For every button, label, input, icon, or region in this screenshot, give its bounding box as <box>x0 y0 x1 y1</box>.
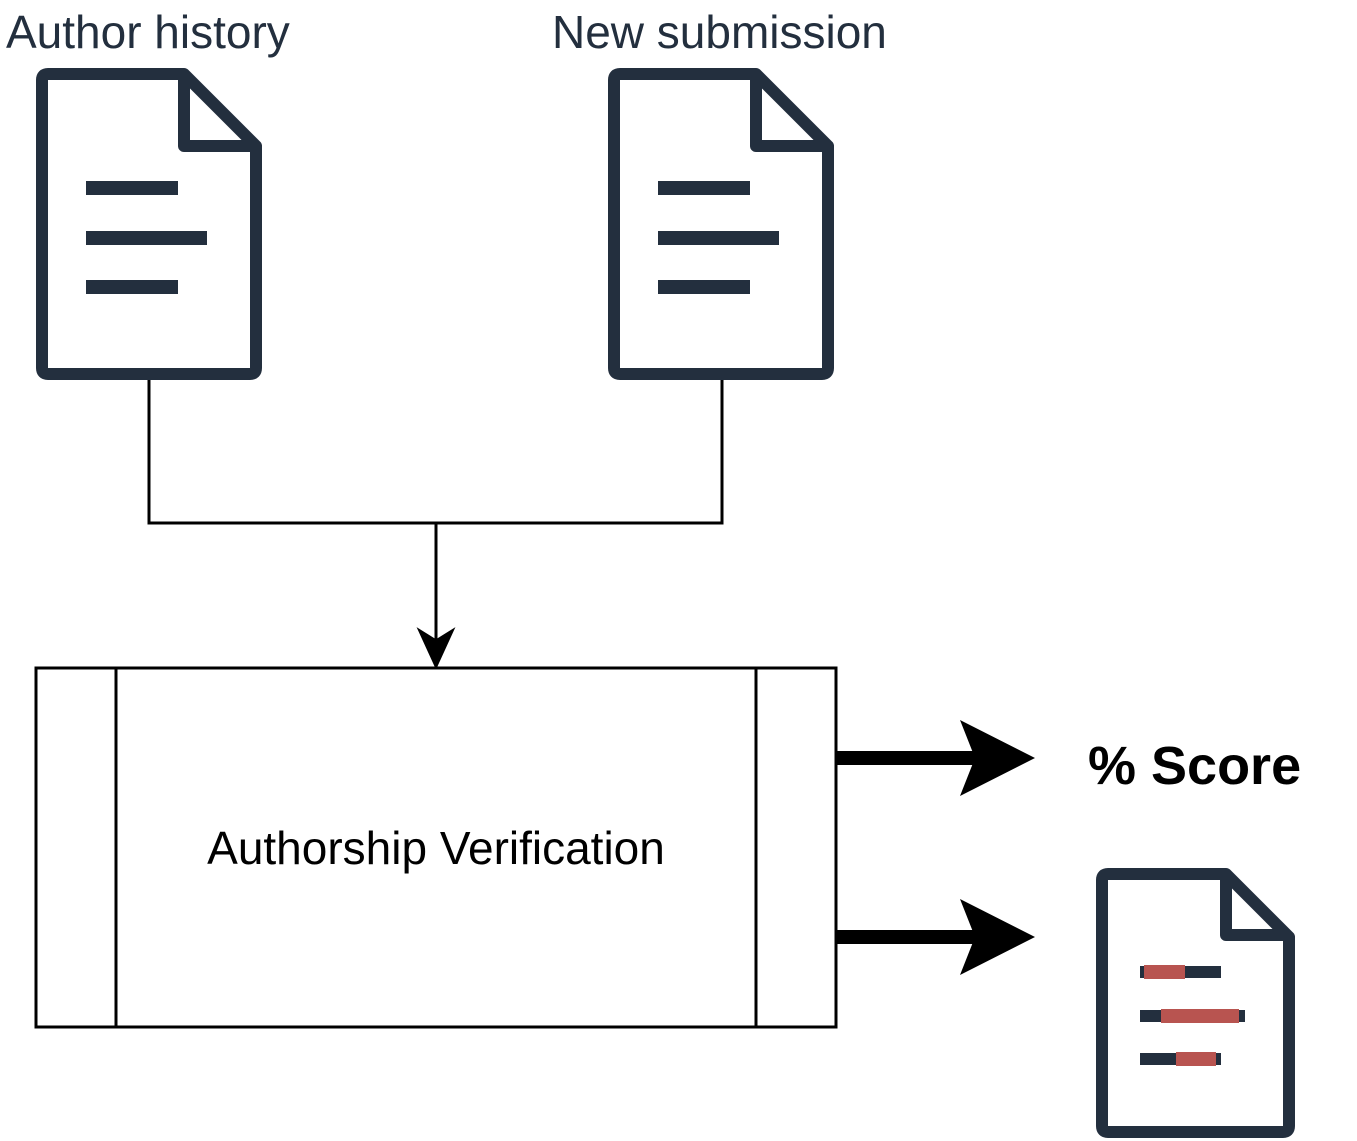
author-history-label: Author history <box>6 6 290 58</box>
new-submission-label: New submission <box>552 6 887 58</box>
document-output-arrow <box>836 899 1035 975</box>
merge-connector <box>147 380 724 670</box>
new-submission-document-icon <box>608 68 834 380</box>
score-label: % Score <box>1088 736 1301 796</box>
authorship-verification-process: Authorship Verification <box>34 666 838 1029</box>
process-label: Authorship Verification <box>207 822 665 874</box>
author-history-document-icon <box>36 68 262 380</box>
score-output-arrow <box>836 720 1035 796</box>
highlighted-document-icon <box>1096 868 1295 1138</box>
